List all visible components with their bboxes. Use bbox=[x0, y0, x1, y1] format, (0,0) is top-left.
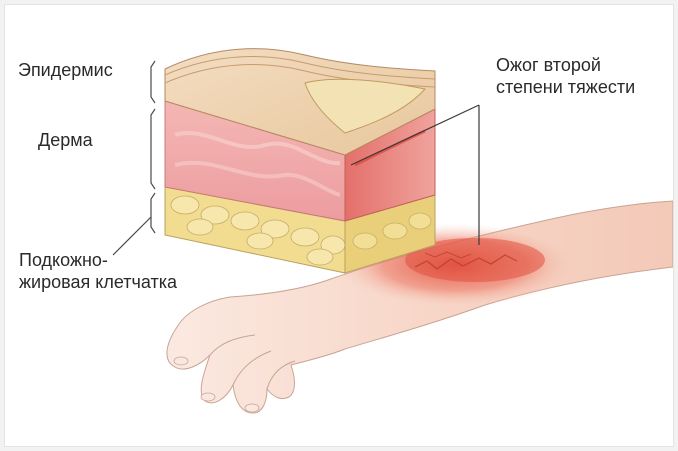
layer-brackets bbox=[113, 61, 155, 255]
illustration-frame: Эпидермис Дерма Подкожно- жировая клетча… bbox=[4, 4, 674, 447]
label-subcutaneous-line1: Подкожно- bbox=[19, 249, 177, 271]
label-second-degree-burn: Ожог второй степени тяжести bbox=[496, 54, 635, 98]
label-epidermis: Эпидермис bbox=[18, 59, 113, 81]
label-burn-line2: степени тяжести bbox=[496, 76, 635, 98]
label-subcutaneous-line2: жировая клетчатка bbox=[19, 271, 177, 293]
label-subcutaneous: Подкожно- жировая клетчатка bbox=[19, 249, 177, 293]
label-dermis: Дерма bbox=[38, 129, 93, 151]
label-burn-line1: Ожог второй bbox=[496, 54, 635, 76]
skin-cross-section bbox=[165, 49, 435, 273]
